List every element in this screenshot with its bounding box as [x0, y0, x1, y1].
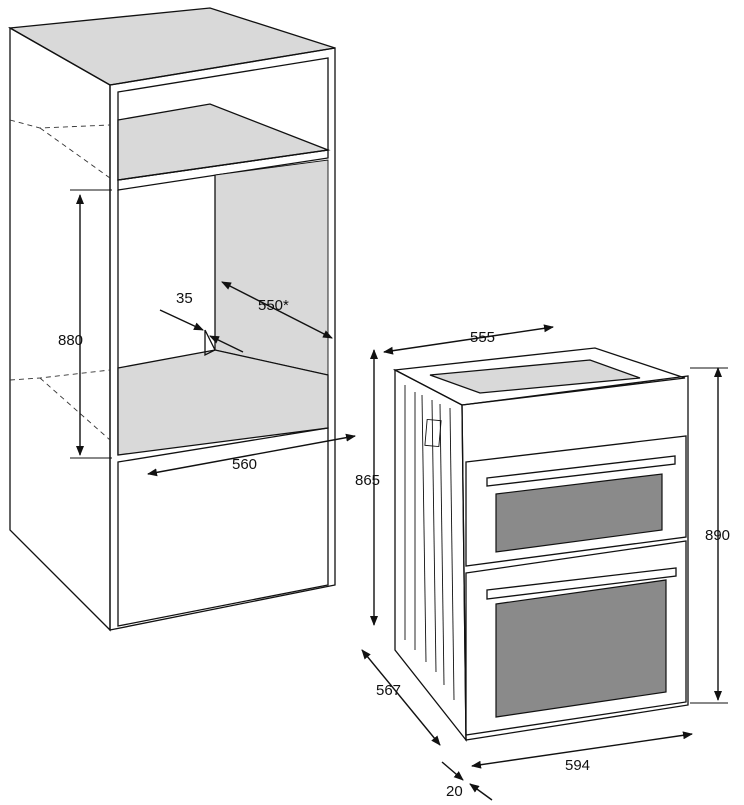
dim-567-line	[361, 649, 441, 746]
oven-side	[394, 368, 467, 742]
niche-floor	[117, 349, 329, 456]
dim-567-label: 567	[376, 682, 401, 699]
dim-560-label: 560	[232, 456, 257, 473]
dim-20-line-b	[469, 783, 493, 801]
cabinet-left-side	[9, 26, 111, 632]
dim-550-line	[221, 281, 333, 339]
cabinet-dimensions: 880 560 550* 35	[58, 189, 356, 477]
oven	[392, 347, 689, 742]
cabinet-front-frame	[109, 47, 336, 631]
lower-door-handle	[486, 567, 677, 600]
dim-35-line-a	[159, 309, 204, 331]
dim-20-label: 20	[446, 783, 463, 800]
dim-880-label: 880	[58, 332, 83, 349]
upper-door-window	[495, 473, 663, 553]
upper-oven-door	[465, 435, 687, 567]
dim-594-line	[471, 731, 693, 769]
dim-35-line-b	[209, 335, 244, 353]
niche-back-wall	[214, 159, 329, 376]
dim-35-label: 35	[176, 290, 193, 307]
cabinet	[7, 7, 336, 632]
upper-door-handle	[486, 455, 676, 487]
dim-20-line-a	[441, 761, 464, 781]
dim-594-label: 594	[565, 757, 590, 774]
lower-drawer	[117, 427, 329, 627]
lower-oven-door	[465, 540, 687, 736]
dim-560-line	[147, 433, 356, 477]
lower-door-window	[495, 579, 667, 718]
dim-555-label: 555	[470, 329, 495, 346]
dim-550-label: 550*	[258, 297, 289, 314]
dim-865-label: 865	[355, 472, 380, 489]
dim-555-line	[383, 324, 554, 355]
oven-front	[461, 375, 689, 741]
oven-dimensions: 555 865 890 567 594 20	[355, 324, 730, 801]
dim-890-label: 890	[705, 527, 730, 544]
cabinet-top	[7, 7, 336, 86]
